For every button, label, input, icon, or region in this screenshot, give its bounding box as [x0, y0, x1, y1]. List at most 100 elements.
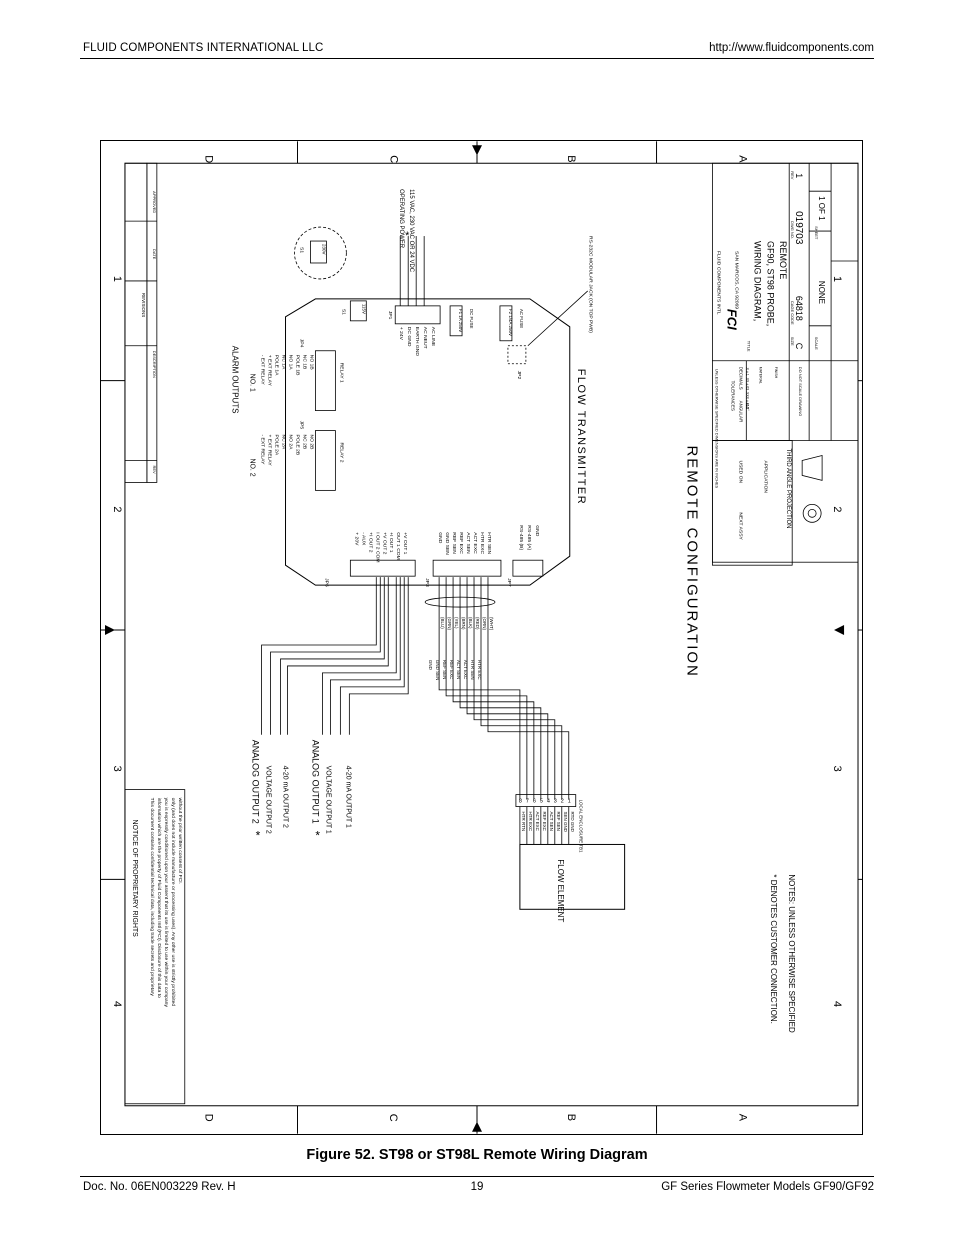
relay-no2-label: NO. 2	[249, 458, 256, 476]
jp4-label: JP4	[298, 339, 304, 348]
tb-tolerances: UNLESS OTHERWISE SPECIFIED DIMENSIONS AR…	[714, 369, 719, 489]
tb-dwg-no: 019703	[793, 211, 804, 245]
flow-transmitter-enclosure: FLOW TRANSMITTER	[285, 298, 587, 586]
jp7-connector: JP7 RS-485 (B) RS-485 (A) GND	[506, 525, 544, 587]
svg-text:(RED): (RED)	[475, 617, 480, 630]
proprietary-notice: NOTICE OF PROPRIETARY RIGHTS This docume…	[124, 789, 186, 1105]
svg-text:- EXT RELAY: - EXT RELAY	[260, 435, 266, 466]
tb-no-scale: DO NOT SCALE DRAWING	[798, 367, 803, 417]
svg-text:+ 24V: + 24V	[398, 327, 404, 341]
header-url[interactable]: http://www.fluidcomponents.com	[709, 42, 874, 54]
zone-4-right: 4	[831, 1001, 843, 1007]
jp3-label: JP3	[424, 578, 430, 587]
relay1-terms: - EXT RELAY + EXT RELAY POLE 1A NC 1A NO…	[260, 355, 315, 387]
svg-text:GND SEN: GND SEN	[444, 532, 450, 555]
tb-finish: FINISH	[774, 367, 778, 379]
tb-angular: ANGULAR	[738, 401, 743, 423]
svg-text:RS-485 (A): RS-485 (A)	[526, 525, 532, 550]
tb-address: SAN MARCOS, CA 92069	[733, 251, 739, 309]
svg-text:ACT SEN: ACT SEN	[456, 660, 461, 679]
tb-dec-vals: .X ±.1 .XX ±.03 .XXX ±.010	[745, 367, 749, 409]
center-arrow-bottom	[472, 1121, 482, 1132]
rs232-label: RS-232C MODULAR JACK (ON TOP PWB)	[588, 236, 594, 333]
third-angle-label: THIRD ANGLE PROJECTION	[785, 448, 791, 528]
zone-letters-bottom: D C B A	[203, 1114, 749, 1122]
relay2-label: RELAY 2	[338, 443, 344, 463]
analog-output-1-label: ANALOG OUTPUT 1	[310, 740, 320, 824]
flow-transmitter-label: FLOW TRANSMITTER	[575, 369, 587, 505]
svg-text:(BLK): (BLK)	[468, 617, 473, 629]
tb-material: MATERIAL	[758, 367, 762, 384]
relay2-terms: - EXT RELAY + EXT RELAY POLE 2A NC 2A NO…	[260, 435, 315, 467]
title-block: FCI FLUID COMPONENTS INTL SAN MARCOS, CA…	[711, 162, 859, 563]
svg-text:POLE 1A: POLE 1A	[274, 355, 280, 376]
star-mark-vout2: *	[256, 828, 261, 842]
local-enclosure-tb1: 8 7 6 5 4 3 2 1 LOCAL ENCLOSURE TB1	[515, 794, 584, 853]
zone-D-top: D	[203, 155, 215, 163]
svg-text:I OUT 2 COM: I OUT 2 COM	[374, 532, 380, 562]
zone-1-right: 1	[831, 276, 843, 282]
svg-text:+I OUT 2: +I OUT 2	[367, 532, 373, 552]
alarm-outputs: ALARM OUTPUTS NO. 1 NO. 2 - EXT RELAY + …	[231, 339, 344, 491]
svg-text:RS-485 (B): RS-485 (B)	[518, 525, 524, 550]
note-star: * DENOTES CUSTOMER CONNECTION.	[769, 874, 778, 1024]
fuses: F1 1A 250V DC FUSE F2 1/4A 250V AC FUSE	[449, 305, 524, 342]
alarm-outputs-label: ALARM OUTPUTS	[231, 346, 240, 414]
tb-cage-code: 64818	[794, 296, 804, 321]
zone-2-left: 2	[111, 506, 123, 512]
tb-company: FLUID COMPONENTS INTL	[715, 251, 721, 315]
tb-scale-label: SCALE	[814, 337, 819, 350]
svg-text:3: 3	[554, 799, 557, 805]
tb-rev-label: REV	[790, 171, 795, 180]
svg-text:HTR EXC: HTR EXC	[479, 532, 485, 554]
footer-models: GF Series Flowmeter Models GF90/GF92	[661, 1181, 874, 1193]
tb-size-label: SIZE	[790, 337, 795, 346]
svg-text:NO 1B: NO 1B	[308, 355, 314, 371]
svg-text:HTR SEN: HTR SEN	[486, 532, 492, 554]
rs232-jack: JP2 RS-232C MODULAR JACK (ON TOP PWB)	[507, 236, 594, 379]
tb-dwg-label: DWG NO.	[790, 221, 795, 239]
element-wires	[519, 806, 570, 845]
svg-text:EARTH GND: EARTH GND	[414, 327, 420, 357]
element-term-labels: HTR RTN HTR EXC ACT EXC REF EXC ACT SEN …	[521, 812, 575, 833]
zone-3-right: 3	[831, 766, 843, 772]
header-divider	[80, 58, 874, 59]
jp7-label: JP7	[506, 578, 512, 587]
svg-text:POLE 2B: POLE 2B	[294, 435, 300, 456]
center-arrow-top	[472, 145, 482, 156]
zone-1-left: 1	[111, 276, 123, 282]
dc-fuse-label: DC FUSE	[469, 309, 474, 329]
wiring-diagram-svg: D C B A D C B A 4 3 2 1 4 3 2 1 REVISION…	[101, 141, 862, 1134]
projection-inner-circle-icon	[807, 508, 817, 518]
svg-text:AC LINE: AC LINE	[430, 327, 436, 347]
svg-text:HTR EXC: HTR EXC	[477, 660, 482, 680]
svg-text:4: 4	[547, 799, 550, 805]
third-angle-projection: THIRD ANGLE PROJECTION	[711, 440, 823, 566]
svg-text:(GRN): (GRN)	[447, 617, 452, 630]
zone-A-top: A	[736, 155, 748, 163]
s1-label: S1	[340, 309, 346, 315]
tb-cage-label: CAGE CODE	[790, 301, 795, 325]
switch-detail-circle	[294, 226, 347, 280]
svg-text:AC NEUT: AC NEUT	[422, 327, 428, 349]
svg-text:NC 2B: NC 2B	[301, 435, 307, 450]
zone-C-top: C	[387, 155, 399, 163]
zone-D-bottom: D	[203, 1114, 215, 1122]
relay2-terminal-block	[315, 430, 336, 491]
s1-detail-label: S1	[298, 247, 304, 253]
remote-configuration-title: REMOTE CONFIGURATION	[683, 446, 700, 678]
relay1-terminal-block	[315, 350, 336, 411]
tb-sheet-label: SHEET	[814, 226, 819, 240]
svg-text:(ORN): (ORN)	[482, 617, 487, 630]
zone-B-bottom: B	[565, 1114, 577, 1121]
tb-title-line1: WIRING DIAGRAM,	[752, 241, 762, 321]
tb-decimals: DECIMALS	[738, 367, 743, 390]
rev-col-description: DESCRIPTION	[152, 351, 157, 378]
zone-numbers-right: 4 3 2 1	[831, 276, 843, 1007]
rev-col-date: DATE	[152, 249, 157, 260]
jp1-connector: JP1 + 24V DC GND EARTH GND AC NEUT AC LI…	[387, 189, 441, 357]
svg-text:GND: GND	[534, 525, 540, 536]
operating-power-label: OPERATING POWER	[398, 189, 404, 249]
tb1-numbers: 8 7 6 5 4 3 2 1	[519, 799, 571, 805]
voltage-output-2: VOLTAGE OUTPUT 2	[265, 766, 272, 834]
